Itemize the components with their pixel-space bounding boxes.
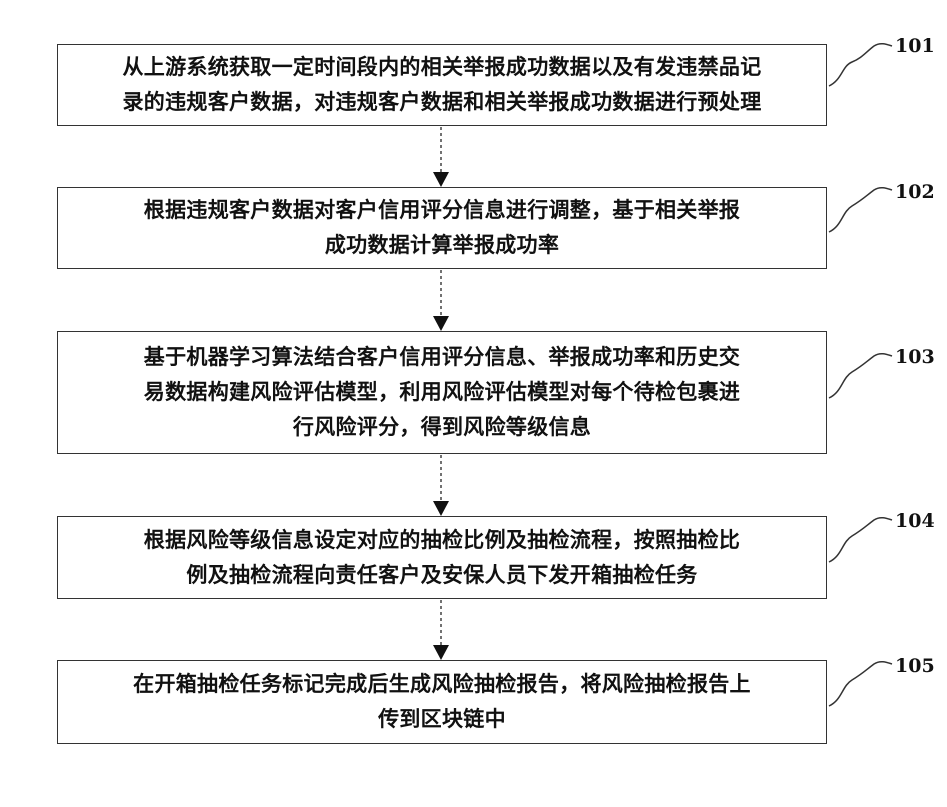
leader-line-103 (829, 354, 892, 398)
step-text-103: 基于机器学习算法结合客户信用评分信息、举报成功率和历史交 易数据构建风险评估模型… (136, 340, 748, 445)
step-label-102: 102 (895, 181, 935, 203)
step-text-105: 在开箱抽检任务标记完成后生成风险抽检报告，将风险抽检报告上 传到区块链中 (125, 667, 759, 737)
step-box-102: 根据违规客户数据对客户信用评分信息进行调整，基于相关举报 成功数据计算举报成功率 (57, 187, 827, 269)
step-text-101: 从上游系统获取一定时间段内的相关举报成功数据以及有发违禁品记 录的违规客户数据，… (115, 50, 770, 120)
leader-line-101 (829, 44, 892, 86)
flow-arrow-102-103 (433, 270, 449, 331)
step-label-101: 101 (895, 35, 935, 57)
leader-line-105 (829, 662, 892, 706)
step-label-103: 103 (895, 346, 935, 368)
step-box-101: 从上游系统获取一定时间段内的相关举报成功数据以及有发违禁品记 录的违规客户数据，… (57, 44, 827, 126)
step-box-105: 在开箱抽检任务标记完成后生成风险抽检报告，将风险抽检报告上 传到区块链中 (57, 660, 827, 744)
step-text-102: 根据违规客户数据对客户信用评分信息进行调整，基于相关举报 成功数据计算举报成功率 (136, 193, 748, 263)
flow-arrow-103-104 (433, 455, 449, 516)
step-box-103: 基于机器学习算法结合客户信用评分信息、举报成功率和历史交 易数据构建风险评估模型… (57, 331, 827, 454)
step-text-104: 根据风险等级信息设定对应的抽检比例及抽检流程，按照抽检比 例及抽检流程向责任客户… (136, 523, 748, 593)
step-box-104: 根据风险等级信息设定对应的抽检比例及抽检流程，按照抽检比 例及抽检流程向责任客户… (57, 516, 827, 599)
flow-arrow-104-105 (433, 600, 449, 660)
step-label-105: 105 (895, 655, 935, 677)
leader-line-104 (829, 518, 892, 562)
step-label-104: 104 (895, 510, 935, 532)
leader-line-102 (829, 188, 892, 232)
flow-arrow-101-102 (433, 127, 449, 187)
